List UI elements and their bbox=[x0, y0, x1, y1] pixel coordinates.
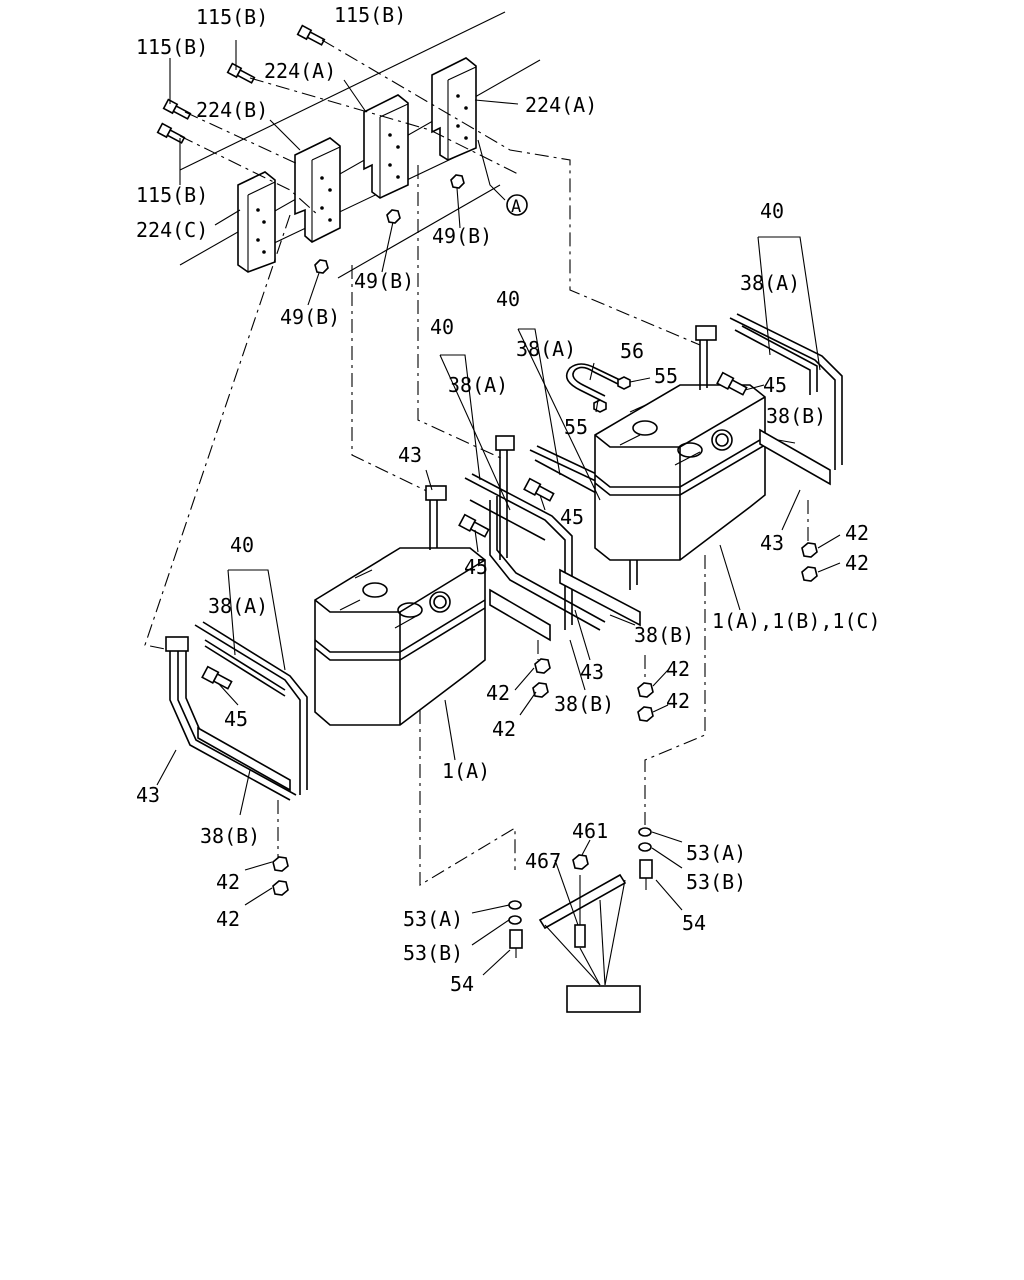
label-55: 55 bbox=[654, 364, 678, 388]
part-labels: 115(B) 115(B) 115(B) 115(B) 224(A) 224(A… bbox=[136, 3, 881, 996]
label-40: 40 bbox=[230, 533, 254, 557]
bracket-224b bbox=[294, 137, 341, 243]
label-42: 42 bbox=[216, 870, 240, 894]
label-115b: 115(B) bbox=[334, 3, 406, 27]
label-56: 56 bbox=[620, 339, 644, 363]
strap-far-right bbox=[695, 313, 843, 486]
bolt-45-middle bbox=[458, 513, 490, 538]
strap-left bbox=[165, 621, 308, 801]
label-40: 40 bbox=[430, 315, 454, 339]
label-42: 42 bbox=[666, 689, 690, 713]
reference-box[interactable] bbox=[566, 985, 641, 1013]
label-38a: 38(A) bbox=[448, 373, 508, 397]
centre-lines-top bbox=[179, 39, 701, 346]
label-40: 40 bbox=[496, 287, 520, 311]
label-45: 45 bbox=[464, 555, 488, 579]
label-38a: 38(A) bbox=[516, 337, 576, 361]
label-55: 55 bbox=[564, 415, 588, 439]
label-224a: 224(A) bbox=[525, 93, 597, 117]
label-1a: 1(A) bbox=[442, 759, 490, 783]
callout-A: A bbox=[506, 194, 528, 217]
strap-middle bbox=[425, 473, 606, 642]
label-45: 45 bbox=[560, 505, 584, 529]
label-224b: 224(B) bbox=[196, 98, 268, 122]
label-49b: 49(B) bbox=[432, 224, 492, 248]
label-38a: 38(A) bbox=[208, 594, 268, 618]
label-1abc: 1(A),1(B),1(C) bbox=[712, 609, 881, 633]
bolt-45-far-right bbox=[716, 371, 748, 396]
label-38b: 38(B) bbox=[554, 692, 614, 716]
label-53a: 53(A) bbox=[403, 907, 463, 931]
label-45: 45 bbox=[224, 707, 248, 731]
label-42: 42 bbox=[486, 681, 510, 705]
label-43: 43 bbox=[580, 660, 604, 684]
label-53a: 53(A) bbox=[686, 841, 746, 865]
drain-assembly bbox=[508, 827, 653, 958]
label-54: 54 bbox=[682, 911, 706, 935]
label-115b: 115(B) bbox=[136, 35, 208, 59]
label-224a: 224(A) bbox=[264, 59, 336, 83]
label-42: 42 bbox=[492, 717, 516, 741]
nuts-42-left bbox=[272, 856, 289, 896]
bolts-115b bbox=[156, 24, 326, 144]
nuts-42-far-right bbox=[801, 542, 818, 582]
label-43: 43 bbox=[760, 531, 784, 555]
label-49b: 49(B) bbox=[280, 305, 340, 329]
leader-lines bbox=[156, 40, 841, 986]
label-38b: 38(B) bbox=[200, 824, 260, 848]
label-461: 461 bbox=[572, 819, 608, 843]
label-40: 40 bbox=[760, 199, 784, 223]
fuel-tank-right bbox=[594, 384, 766, 561]
label-42: 42 bbox=[666, 657, 690, 681]
bracket-224a-right bbox=[431, 57, 477, 161]
label-467: 467 bbox=[525, 849, 561, 873]
label-53b: 53(B) bbox=[686, 870, 746, 894]
nuts-42-middle bbox=[532, 658, 654, 722]
label-49b: 49(B) bbox=[354, 269, 414, 293]
label-45: 45 bbox=[763, 373, 787, 397]
label-115b: 115(B) bbox=[136, 183, 208, 207]
label-38a: 38(A) bbox=[740, 271, 800, 295]
label-115b: 115(B) bbox=[196, 5, 268, 29]
label-224c: 224(C) bbox=[136, 218, 208, 242]
label-42: 42 bbox=[845, 521, 869, 545]
label-42: 42 bbox=[216, 907, 240, 931]
bracket-224c bbox=[237, 171, 276, 273]
callout-A-text: A bbox=[511, 197, 521, 217]
label-43: 43 bbox=[136, 783, 160, 807]
u-bolt-56 bbox=[565, 363, 631, 413]
nuts-49b bbox=[314, 174, 465, 274]
label-42: 42 bbox=[845, 551, 869, 575]
bolt-45-left bbox=[201, 665, 233, 690]
label-38b: 38(B) bbox=[766, 404, 826, 428]
label-38b: 38(B) bbox=[634, 623, 694, 647]
label-54: 54 bbox=[450, 972, 474, 996]
bracket-224a-middle bbox=[363, 94, 409, 199]
label-53b: 53(B) bbox=[403, 941, 463, 965]
bolt-45-right-middle bbox=[523, 477, 555, 502]
label-43: 43 bbox=[398, 443, 422, 467]
fuel-tank-left bbox=[314, 547, 486, 726]
